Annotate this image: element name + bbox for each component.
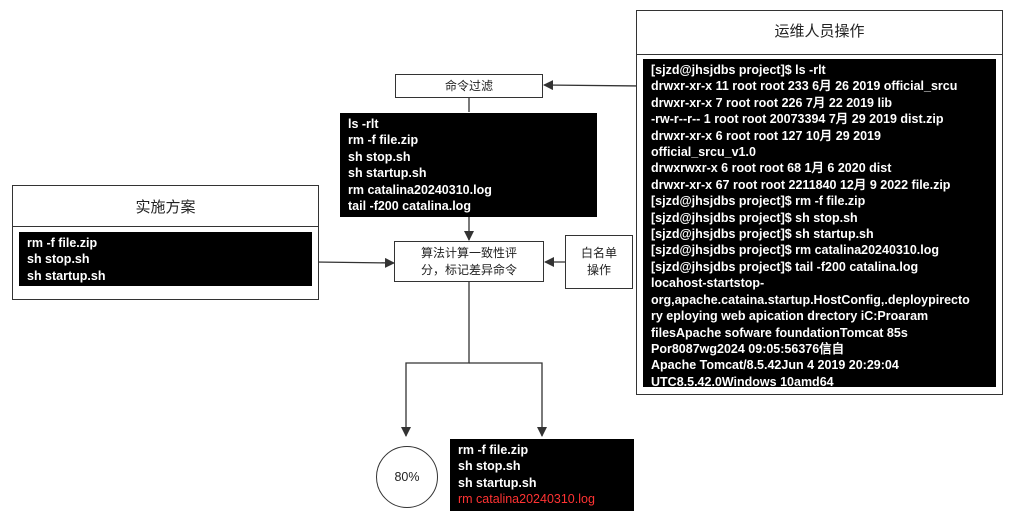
plan-command-line: sh startup.sh [27, 268, 106, 283]
filtered-command-line: sh stop.sh [348, 149, 411, 164]
filtered-command-line: tail -f200 catalina.log [348, 199, 471, 214]
algorithm-line-2: 分，标记差异命令 [420, 263, 517, 277]
terminal-line: [sjzd@jhsjdbs project]$ sh stop.sh [651, 210, 858, 225]
ops-terminal: [sjzd@jhsjdbs project]$ ls -rlt drwxr-xr-… [643, 59, 996, 387]
score-value: 80% [394, 470, 420, 484]
filtered-command-line: rm -f file.zip [348, 133, 419, 148]
arrow-algorithm-branch [401, 282, 470, 437]
flagged-command-line: rm catalina20240310.log [458, 492, 595, 507]
terminal-line: drwxr-xr-x 11 root root 233 6月 26 2019 o… [651, 79, 958, 94]
terminal-line: official_srcu_v1.0 [651, 145, 756, 160]
arrow-ops-to-filter [543, 80, 643, 91]
terminal-line: locahost-startstop- [651, 276, 765, 291]
arrow-plan-to-algorithm [314, 257, 395, 268]
ops-panel-title: 运维人员操作 [774, 23, 865, 40]
algorithm-line-1: 算法计算一致性评 [420, 246, 517, 260]
ops-panel: 运维人员操作 [sjzd@jhsjdbs project]$ ls -rlt dr… [636, 10, 1003, 395]
result-command-line: sh stop.sh [458, 459, 521, 474]
filtered-command-line: sh startup.sh [348, 166, 427, 181]
score-circle: 80% [376, 446, 438, 508]
terminal-line: [sjzd@jhsjdbs project]$ tail -f200 catal… [651, 259, 919, 274]
terminal-line: -rw-r--r-- 1 root root 20073394 7月 29 20… [651, 112, 944, 127]
plan-panel-title: 实施方案 [135, 199, 196, 216]
terminal-line: drwxr-xr-x 6 root root 127 10月 29 2019 [651, 128, 881, 143]
plan-command-line: rm -f file.zip [27, 236, 98, 250]
result-command-line: sh startup.sh [458, 475, 537, 490]
whitelist-line-1: 白名单 [580, 246, 617, 260]
terminal-line: [sjzd@jhsjdbs project]$ rm catalina20240… [651, 243, 939, 258]
terminal-line: org,apache.cataina.startup.HostConfig,.d… [651, 292, 970, 307]
whitelist-line-2: 操作 [586, 263, 611, 277]
result-command-line: rm -f file.zip [458, 443, 529, 457]
terminal-line: drwxr-xr-x 7 root root 226 7月 22 2019 li… [651, 95, 893, 110]
algorithm-box: 算法计算一致性评 分，标记差异命令 [394, 241, 544, 282]
whitelist-box: 白名单 操作 [565, 235, 633, 289]
filter-box: 命令过滤 [395, 74, 543, 98]
plan-panel-divider [13, 226, 318, 227]
terminal-line: drwxr-xr-x 67 root root 2211840 12月 9 20… [651, 177, 951, 192]
terminal-line: [sjzd@jhsjdbs project]$ rm -f file.zip [651, 194, 866, 209]
arrow-algorithm-to-result [469, 362, 547, 437]
terminal-line: ry eploying web apication drectory iC:Pr… [651, 309, 929, 324]
terminal-line: [sjzd@jhsjdbs project]$ sh startup.sh [651, 227, 874, 242]
terminal-line: drwxrwxr-x 6 root root 68 1月 6 2020 dist [651, 161, 892, 176]
terminal-line: filesApache sofware foundationTomcat 85s [651, 325, 908, 340]
filter-box-label: 命令过滤 [444, 79, 493, 93]
ops-panel-divider [637, 54, 1002, 55]
terminal-line: Por8087wg2024 09:05:56376信自 [651, 341, 845, 356]
terminal-line: Apache Tomcat/8.5.42Jun 4 2019 20:29:04 [651, 358, 899, 373]
filtered-command-line: rm catalina20240310.log [348, 182, 492, 197]
filtered-command-line: ls -rlt [348, 117, 379, 131]
terminal-line: UTC8.5.42.0Windows 10amd64 [651, 374, 834, 387]
terminal-line: [sjzd@jhsjdbs project]$ ls -rlt [651, 63, 826, 77]
plan-command-line: sh stop.sh [27, 252, 90, 267]
